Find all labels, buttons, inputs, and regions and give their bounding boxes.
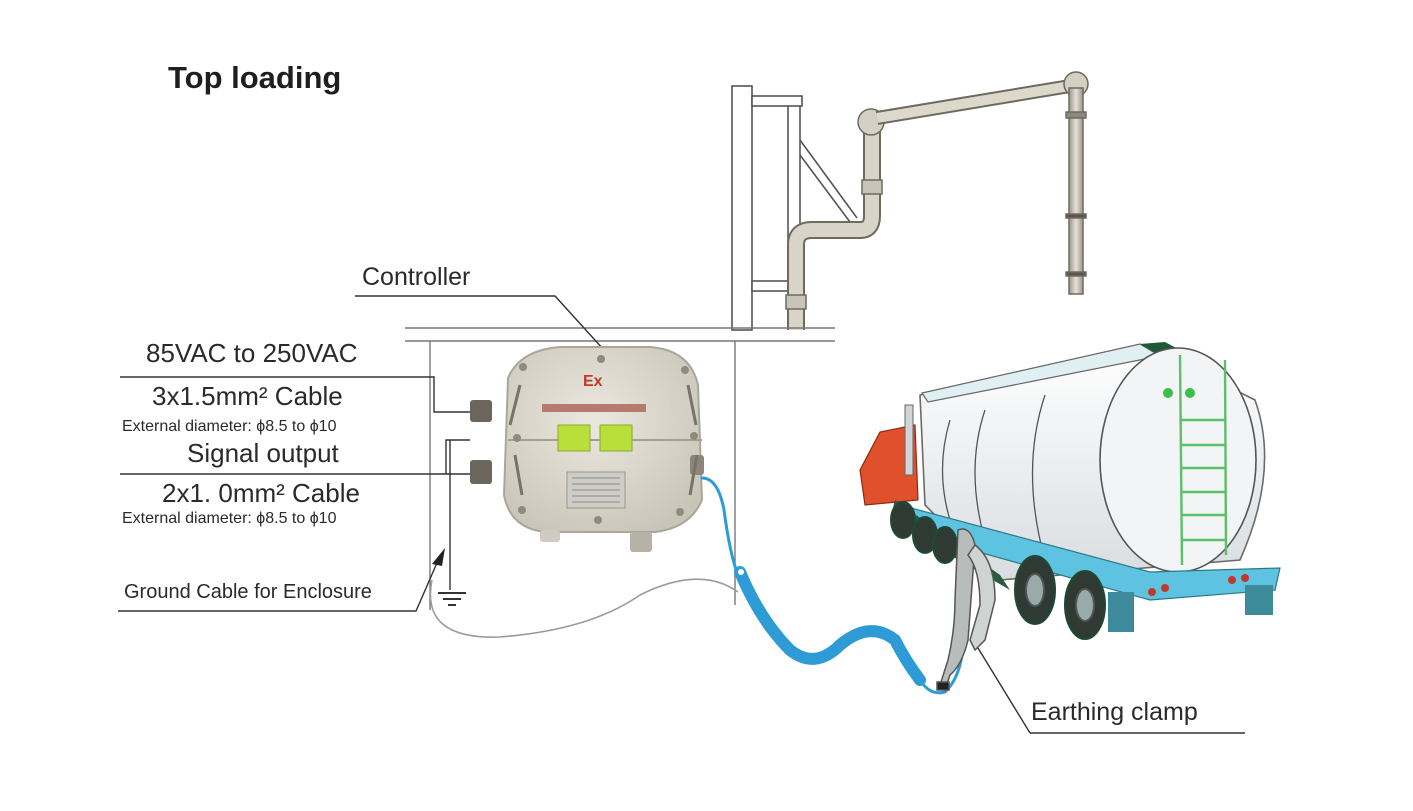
power-cable-label: 3x1.5mm² Cable — [152, 381, 343, 411]
controller-label: Controller — [362, 263, 471, 291]
power-cable-diameter-label: External diameter: ϕ8.5 to ϕ10 — [122, 418, 337, 435]
earthing-clamp-label: Earthing clamp — [1031, 698, 1198, 726]
diagram-title: Top loading — [168, 60, 342, 95]
ground-arrow-head — [432, 548, 445, 566]
tanker-truck — [859, 342, 1281, 640]
ground-symbol-icon — [438, 592, 466, 606]
ladder — [1178, 354, 1228, 566]
ground-cable-label: Ground Cable for Enclosure — [124, 581, 372, 603]
coiled-cable — [700, 476, 964, 695]
ex-mark: Ex — [583, 373, 603, 390]
leader-lines — [118, 295, 1245, 734]
controller-enclosure — [470, 346, 704, 552]
earthing-clamp — [936, 528, 996, 692]
signal-output-label: Signal output — [187, 438, 339, 468]
power-supply-label: 85VAC to 250VAC — [146, 338, 358, 368]
loading-arm — [785, 71, 1089, 330]
ground-wire — [429, 578, 739, 638]
signal-cable-label: 2x1. 0mm² Cable — [162, 478, 360, 508]
signal-cable-diameter-label: External diameter: ϕ8.5 to ϕ10 — [122, 510, 337, 527]
